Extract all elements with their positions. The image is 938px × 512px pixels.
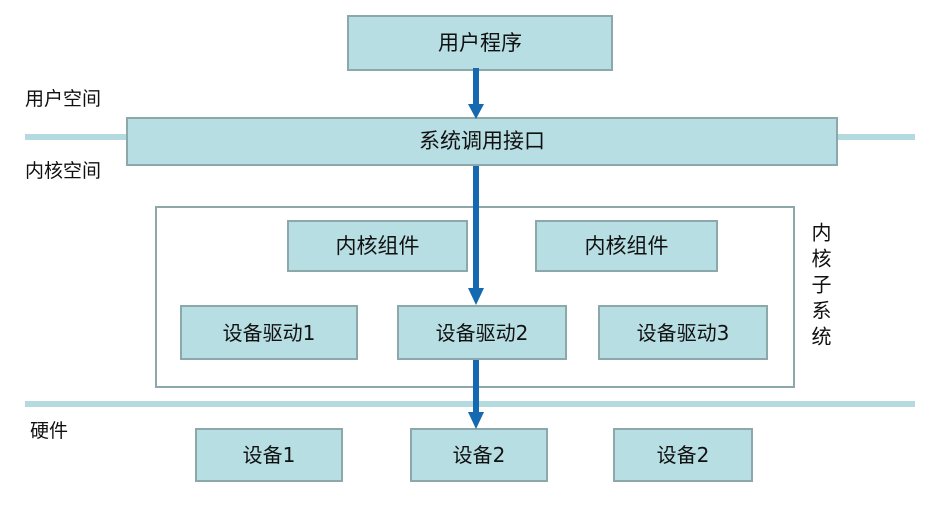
- box-device-driver-2[interactable]: 设备驱动2: [397, 305, 567, 360]
- box-device-2[interactable]: 设备2: [410, 428, 548, 482]
- box-device-3[interactable]: 设备2: [613, 428, 753, 482]
- hardware-label: 硬件: [30, 420, 69, 442]
- box-kernel-component-2[interactable]: 内核组件: [535, 220, 718, 272]
- arrow-device-driver-2-to-device-2: [466, 360, 486, 430]
- arrow-user-program-to-syscall: [466, 68, 486, 120]
- kernel-space-label: 内核空间: [25, 160, 102, 182]
- box-device-driver-1[interactable]: 设备驱动1: [180, 305, 358, 360]
- box-device-driver-3[interactable]: 设备驱动3: [598, 305, 768, 360]
- box-device-1[interactable]: 设备1: [195, 428, 343, 482]
- user-space-label: 用户空间: [25, 88, 102, 110]
- box-user-program[interactable]: 用户程序: [347, 15, 613, 71]
- box-syscall-interface[interactable]: 系统调用接口: [126, 117, 838, 166]
- kernel-hardware-divider: [25, 401, 915, 407]
- kernel-subsystem-label: 内核子系统: [808, 222, 832, 352]
- arrow-syscall-to-device-driver-2: [466, 166, 486, 306]
- box-kernel-component-1[interactable]: 内核组件: [287, 220, 468, 272]
